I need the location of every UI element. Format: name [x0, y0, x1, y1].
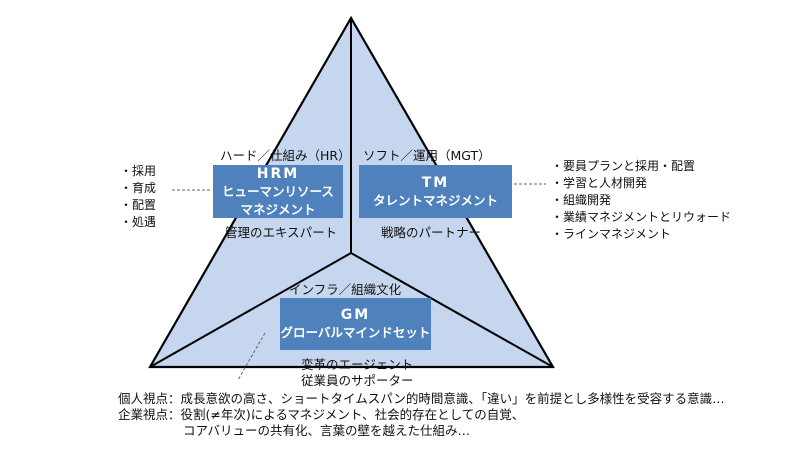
tm-heading: ソフト／運用（MGT）	[363, 148, 491, 163]
perspectives-block: 個人視点：成長意欲の高さ、ショートタイムスパン的時間意識、「違い」を前提とし多様…	[118, 391, 725, 439]
tm-item: ・学習と人材開発	[551, 176, 648, 190]
hrm-item-list: ・採用 ・育成 ・配置 ・処遇	[120, 163, 156, 231]
gm-role-line2: 従業員のサポーター	[301, 373, 414, 388]
gm-abbr: GM	[340, 307, 371, 323]
gm-heading: インフラ／組織文化	[289, 282, 402, 297]
hrm-item: ・育成	[120, 181, 157, 195]
corporate-text-line1: 役割(≠年次)によるマネジメント、社会的存在としての自覚、	[180, 407, 525, 422]
divider-right	[350, 252, 554, 368]
hrm-abbr: HRM	[256, 165, 300, 182]
hrm-name-line1: ヒューマンリソース	[222, 183, 334, 199]
hrm-role: 管理のエキスパート	[225, 225, 338, 240]
gm-name: グローバルマインドセット	[280, 325, 431, 340]
hrm-box: HRM ヒューマンリソース マネジメント	[213, 165, 343, 218]
connector-gm	[237, 332, 266, 381]
tm-item: ・要員プランと採用・配置	[551, 159, 696, 173]
corporate-label: 企業視点：	[118, 407, 181, 422]
tm-item-list: ・要員プランと採用・配置 ・学習と人材開発 ・組織開発 ・業績マネジメントとリウ…	[551, 158, 731, 243]
hrm-item: ・処遇	[120, 215, 157, 229]
individual-text: 成長意欲の高さ、ショートタイムスパン的時間意識、「違い」を前提とし多様性を受容す…	[180, 391, 725, 406]
divider-left	[149, 252, 352, 368]
tm-item: ・組織開発	[551, 193, 612, 207]
individual-label: 個人視点：	[118, 391, 181, 406]
tm-abbr: TM	[421, 174, 450, 191]
gm-role-line1: 変革のエージェント	[301, 357, 414, 372]
tm-name: タレントマネジメント	[372, 192, 498, 208]
hrm-item: ・採用	[120, 164, 157, 178]
hrm-name-line2: マネジメント	[240, 201, 316, 217]
tm-item: ・ラインマネジメント	[551, 227, 672, 241]
tm-box: TM タレントマネジメント	[359, 165, 512, 218]
tm-item: ・業績マネジメントとリウォード	[551, 210, 732, 224]
corporate-text-line2: コアバリューの共有化、言葉の壁を越えた仕組み…	[183, 423, 471, 438]
gm-box: GM グローバルマインドセット	[280, 298, 431, 350]
hrm-item: ・配置	[120, 198, 157, 212]
tm-role: 戦略のパートナー	[381, 225, 482, 240]
hrm-heading: ハード／仕組み（HR）	[220, 148, 351, 163]
